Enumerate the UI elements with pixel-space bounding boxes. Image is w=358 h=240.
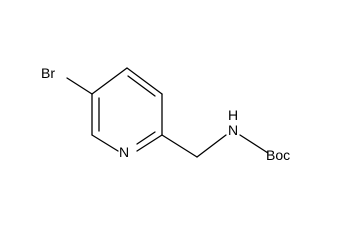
boc-group-label: Boc [266,147,290,163]
double-bond-c6-n1-inner [136,131,156,145]
pyridine-ring [91,67,163,152]
bond-ch2-nh [196,134,227,158]
amine-hydrogen-label: H [228,107,238,123]
bond-c3-br [66,77,93,95]
bond-c4-c5 [126,67,163,95]
bond-nh-boc [239,134,269,154]
chemical-structure-diagram: Br N H N Boc [41,65,290,163]
amine-nitrogen-label: N [228,122,238,138]
ring-nitrogen-label: N [119,144,129,160]
bond-c3-c4 [91,67,128,95]
double-bond-c4-c5-inner [127,75,156,97]
bond-n1-c2 [91,134,119,152]
bond-c6-ch2 [161,134,198,158]
bromine-label: Br [41,65,55,81]
bond-c6-n1 [136,134,163,152]
